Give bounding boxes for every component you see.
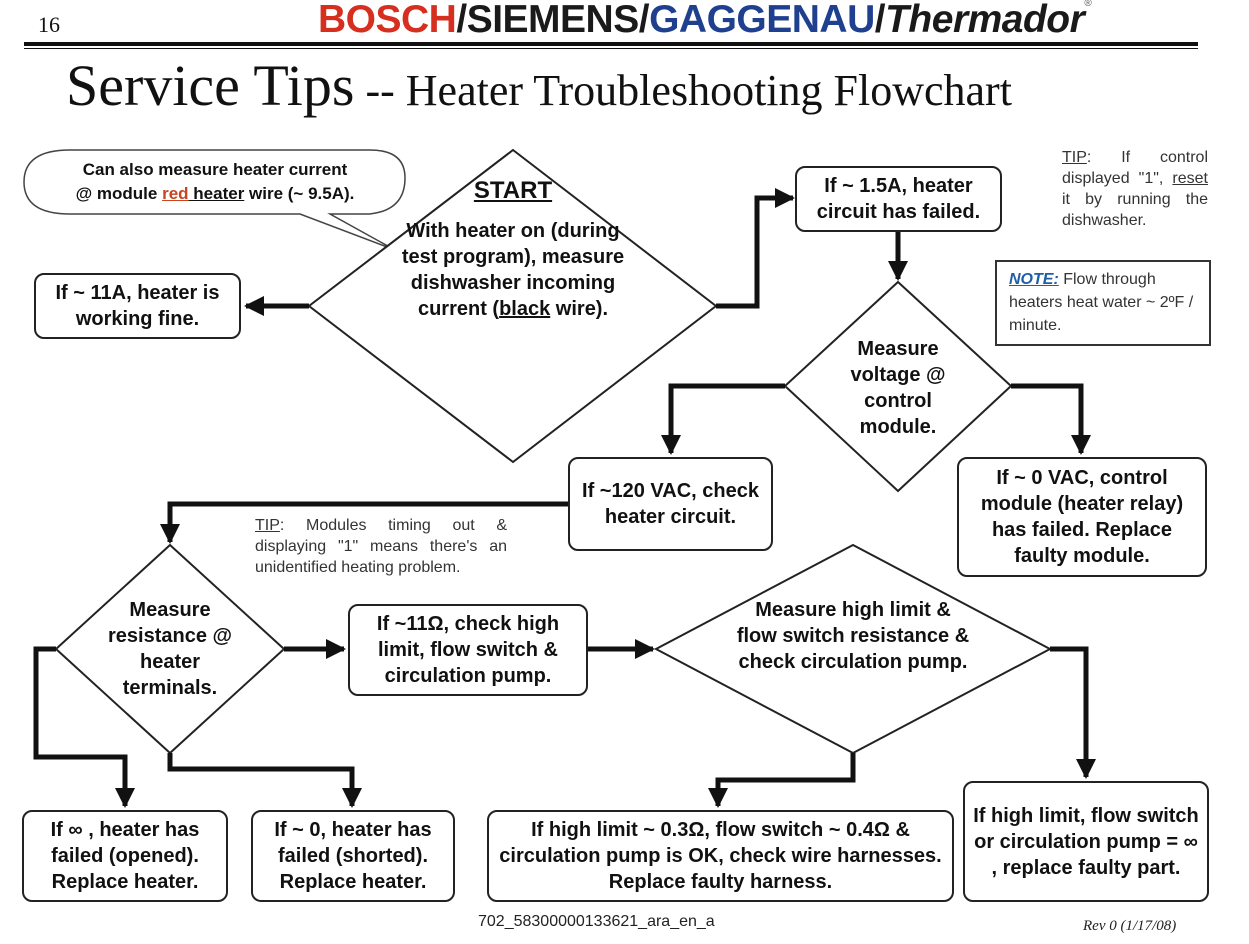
brand-gaggenau: GAGGENAU [649,0,875,41]
callout-bubble [23,149,406,251]
header-rule-thin [24,48,1198,49]
revision-label: Rev 0 (1/17/08) [1083,918,1177,934]
tip-label: TIP [255,517,280,534]
start-text: START With heater on (during test progra… [400,178,626,322]
tip-reset-word: reset [1172,170,1208,187]
box-module-failed: If ~ 0 VAC, control module (heater relay… [957,457,1207,577]
page-number: 16 [38,12,60,37]
tip-timing-out: TIP: Modules timing out & displaying "1"… [255,515,507,578]
arrow-120-to-resistance [160,501,568,544]
arrow-start-to-failed [716,188,795,309]
tip-text-end: it by running the dishwasher. [1062,191,1208,229]
note-label: NOTE: [1009,271,1059,288]
registered-mark: ® [1084,0,1092,9]
callout-red-word: red [162,184,189,203]
box-heater-fine: If ~ 11A, heater is working fine. [34,273,241,339]
title-main: Service Tips [66,53,355,118]
start-instruction: With heater on (during test program), me… [401,220,625,320]
tip-text: : Modules timing out & displaying "1" me… [255,517,507,576]
header-rule [24,42,1198,46]
connectors [33,188,1096,808]
tip-text: : If control displayed "1", [1062,149,1208,187]
brand-thermador: Thermador [885,0,1085,41]
brand-siemens: SIEMENS [466,0,640,41]
callout-line1: Can also measure heater current [82,160,348,179]
arrow-voltage-to-120 [661,383,785,455]
box-circuit-failed: If ~ 1.5A, heater circuit has failed. [795,166,1002,232]
box-harness: If high limit ~ 0.3Ω, flow switch ~ 0.4Ω… [487,810,954,902]
box-heater-opened: If ∞ , heater has failed (opened). Repla… [22,810,228,902]
arrow-resistance-to-opened [33,646,135,808]
brand-separator: / [456,0,467,41]
box-check-heater-circuit: If ~120 VAC, check heater circuit. [568,457,773,551]
tip-reset: TIP: If control displayed "1", reset it … [1062,147,1208,231]
measure-voltage-diamond [783,280,1013,493]
arrow-highlimit-to-replace [1050,646,1096,779]
brand-separator: / [638,0,650,41]
box-replace-part: If high limit, flow switch or circulatio… [963,781,1209,902]
start-black-word: black [499,298,551,320]
brand-bosch: BOSCH [318,0,457,41]
brand-separator: / [874,0,886,41]
callout-line2-prefix: @ module [75,184,163,203]
box-check-high-limit: If ~11Ω, check high limit, flow switch &… [348,604,588,696]
measure-resistance-text: Measure resistance @ heater terminals. [107,599,232,699]
arrow-voltage-to-0vac [1011,383,1091,455]
arrow-highlimit-to-harness [708,753,856,808]
measure-voltage-text: Measure voltage @ control module. [850,338,946,438]
start-instruction-end: wire). [550,298,609,320]
note-box: NOTE: Flow through heaters heat water ~ … [995,260,1211,346]
brand-logo: BOSCH/SIEMENS/GAGGENAU/Thermador® [318,0,1092,42]
start-diamond [307,148,718,464]
measure-high-limit-text: Measure high limit & flow switch resista… [736,599,970,673]
tip-label: TIP [1062,149,1087,166]
callout-text: Can also measure heater current @ module… [32,158,398,206]
box-heater-shorted: If ~ 0, heater has failed (shorted). Rep… [251,810,455,902]
callout-line2-suffix: wire (~ 9.5A). [244,184,355,203]
start-label: START [473,177,553,204]
note-text: Flow through heaters heat water ~ 2ºF / … [1009,271,1194,334]
document-code: 702_58300000133621_ara_en_a [478,913,715,930]
arrow-resistance-to-shorted [167,753,362,808]
page-title: Service Tips -- Heater Troubleshooting F… [66,52,1012,119]
callout-heater-word: heater [188,184,245,203]
title-sub: -- Heater Troubleshooting Flowchart [354,66,1012,115]
